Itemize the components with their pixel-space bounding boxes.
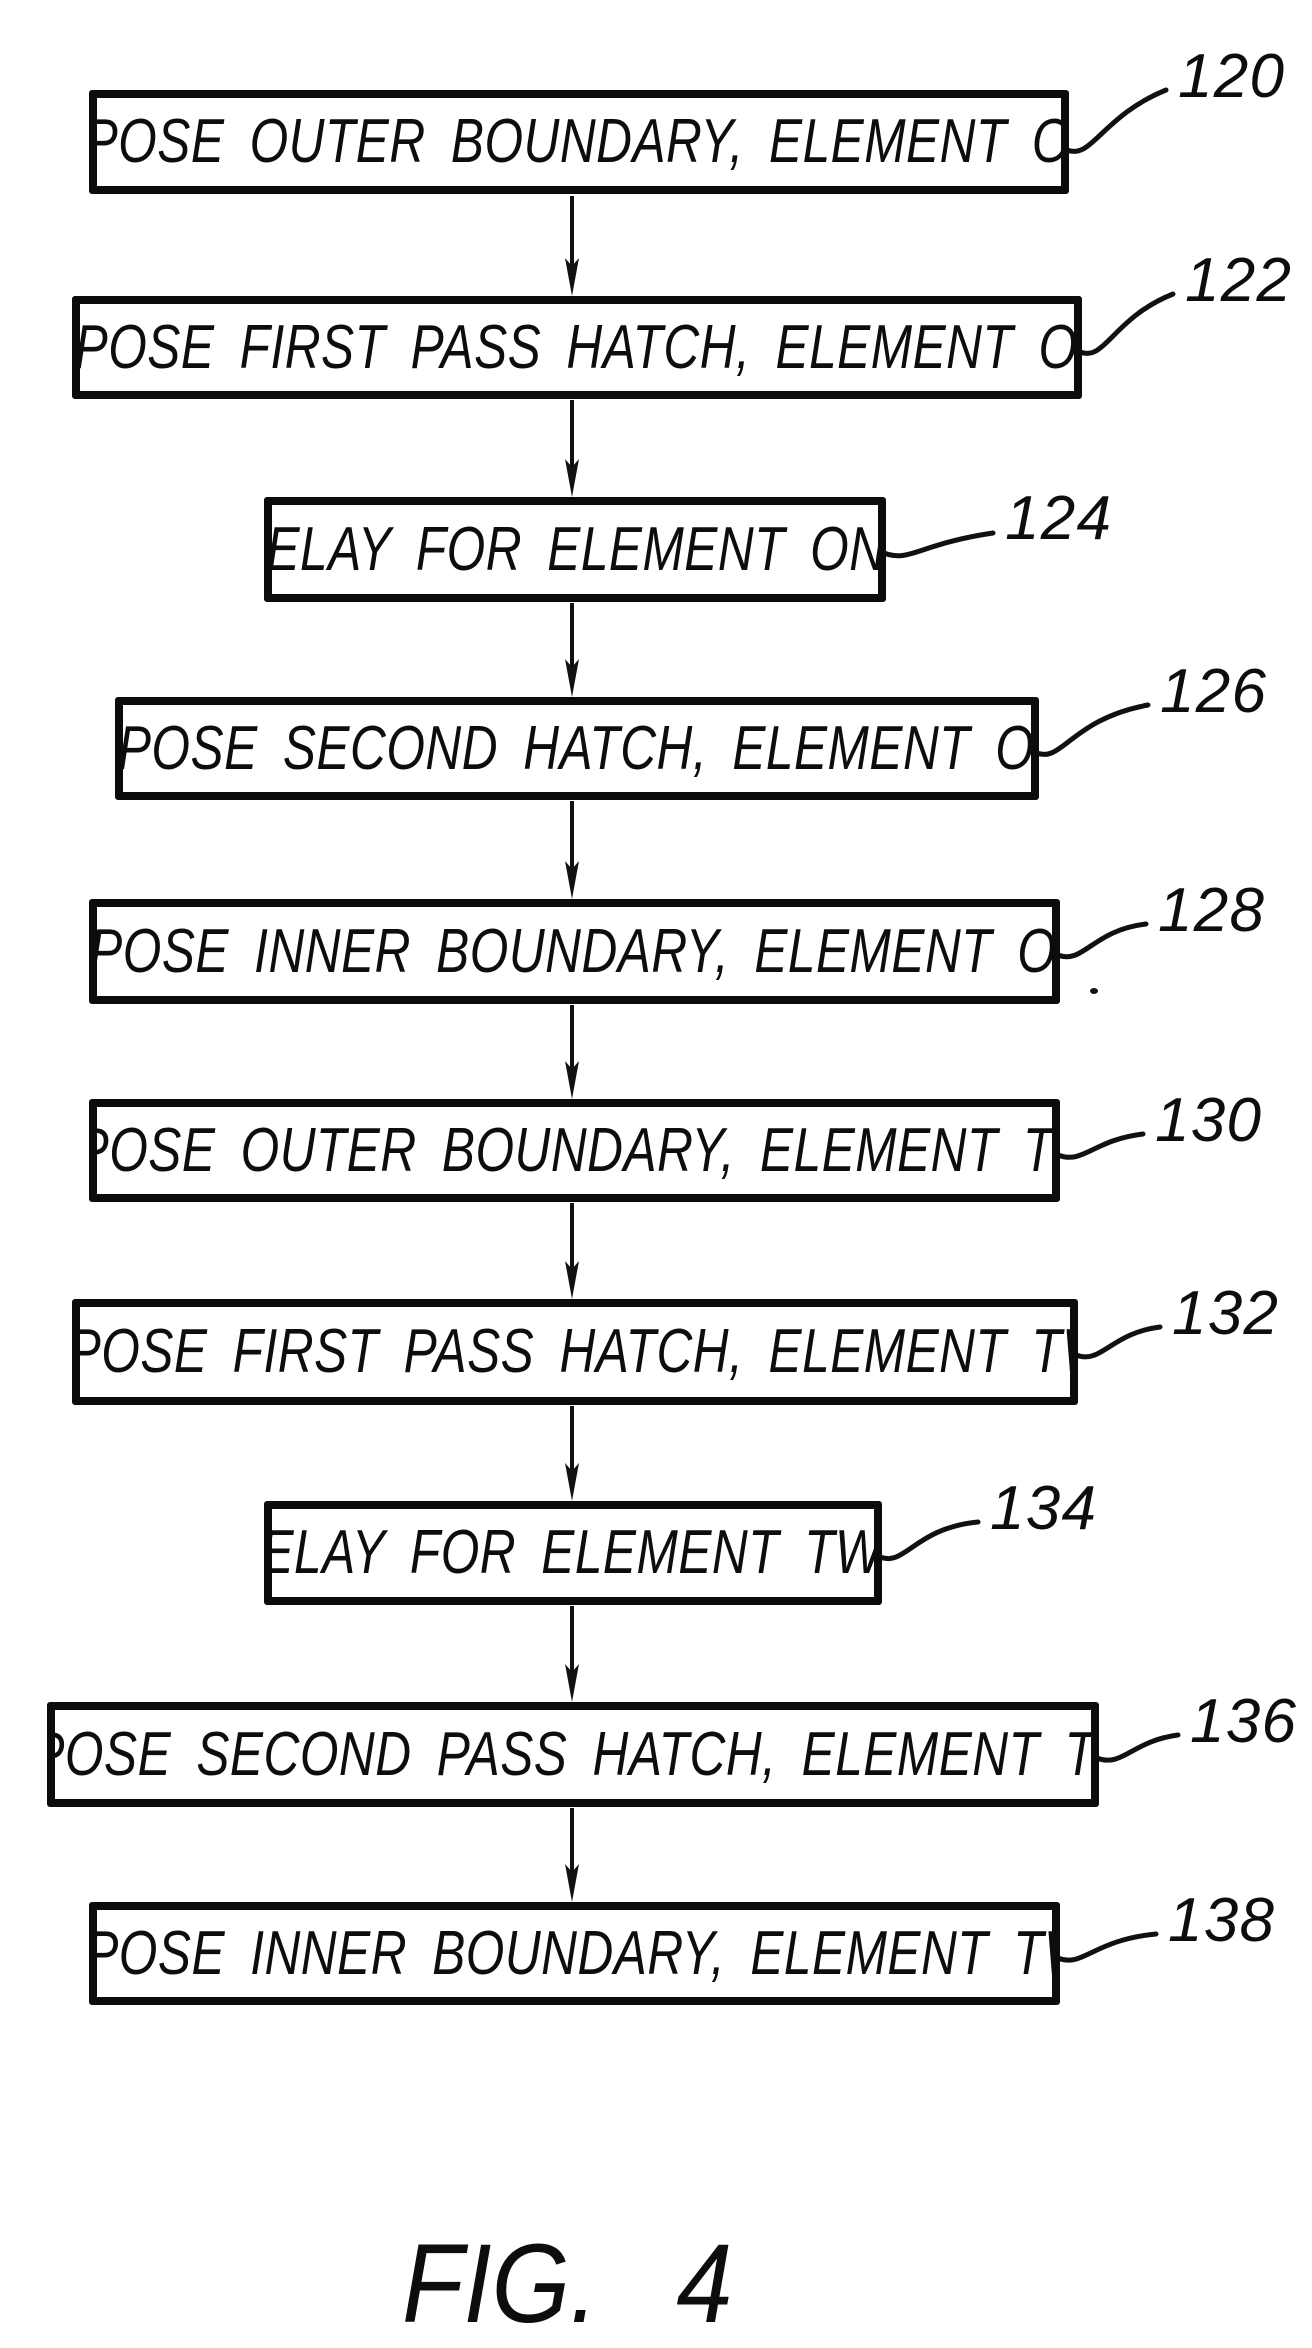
flow-step-label: DELAY FOR ELEMENT TWO [264,1518,882,1587]
leader-line [1073,1324,1163,1360]
flow-arrow [565,1606,579,1702]
flow-step-label: DELAY FOR ELEMENT ONE [264,514,886,584]
leader-line [881,530,996,559]
flow-step-box: EXPOSE FIRST PASS HATCH, ELEMENT TWO [72,1299,1078,1405]
leader-line [877,1519,981,1562]
flow-step-label: EXPOSE OUTER BOUNDARY, ELEMENT ONE [97,107,1069,176]
flow-arrow [565,1406,579,1501]
flow-arrow [565,1203,579,1299]
ref-numeral: 128 [1158,876,1266,945]
flow-arrow [565,196,579,296]
flow-step-label: EXPOSE INNER BOUNDARY, ELEMENT TWO [97,1918,1052,1988]
leader-line [1055,1131,1146,1160]
leader-line [1064,87,1169,154]
ref-numeral: 120 [1178,42,1286,111]
flow-arrow [565,1005,579,1099]
flow-step-label: EXPOSE FIRST PASS HATCH, ELEMENT ONE [74,312,1078,382]
flow-step-label: EXPOSE SECOND PASS HATCH, ELEMENT TWO [55,1719,1096,1789]
flow-step-box: EXPOSE FIRST PASS HATCH, ELEMENT ONE [72,296,1082,399]
ref-numeral: 124 [1005,484,1113,553]
flow-step-label: EXPOSE SECOND HATCH, ELEMENT ONE [117,713,1034,783]
ref-numeral: 130 [1155,1086,1263,1155]
flow-step-label: EXPOSE INNER BOUNDARY, ELEMENT ONE [89,916,1057,986]
ref-numeral: 138 [1168,1886,1276,1955]
flow-step-box: EXPOSE INNER BOUNDARY, ELEMENT ONE [89,899,1060,1004]
ref-numeral: 122 [1185,246,1293,315]
flow-step-box: DELAY FOR ELEMENT TWO [264,1501,882,1605]
flow-step-label: EXPOSE FIRST PASS HATCH, ELEMENT TWO [80,1317,1070,1386]
flow-step-box: EXPOSE INNER BOUNDARY, ELEMENT TWO [89,1902,1060,2005]
ref-numeral: 132 [1172,1279,1280,1348]
ref-numeral: 134 [990,1474,1098,1543]
flow-step-box: EXPOSE OUTER BOUNDARY, ELEMENT ONE [89,90,1069,194]
flow-arrow [565,801,579,899]
figure-caption: FIG. 4 [402,2221,733,2346]
leader-line [1094,1732,1181,1763]
leader-line [1034,702,1151,757]
stray-dot [1090,988,1098,994]
ref-numeral: 136 [1190,1687,1298,1756]
leader-line [1055,921,1149,960]
leader-line [1055,1931,1159,1963]
flow-step-label: EXPOSE OUTER BOUNDARY, ELEMENT TWO [97,1115,1054,1185]
flow-arrow [565,400,579,497]
flow-arrow [565,1808,579,1902]
leader-line [1077,291,1176,356]
flow-step-box: EXPOSE SECOND PASS HATCH, ELEMENT TWO [47,1702,1099,1807]
flow-arrow [565,603,579,697]
flow-step-box: EXPOSE SECOND HATCH, ELEMENT ONE [115,697,1039,800]
ref-numeral: 126 [1160,657,1268,726]
flow-step-box: DELAY FOR ELEMENT ONE [264,497,886,602]
flow-step-box: EXPOSE OUTER BOUNDARY, ELEMENT TWO [89,1099,1060,1202]
